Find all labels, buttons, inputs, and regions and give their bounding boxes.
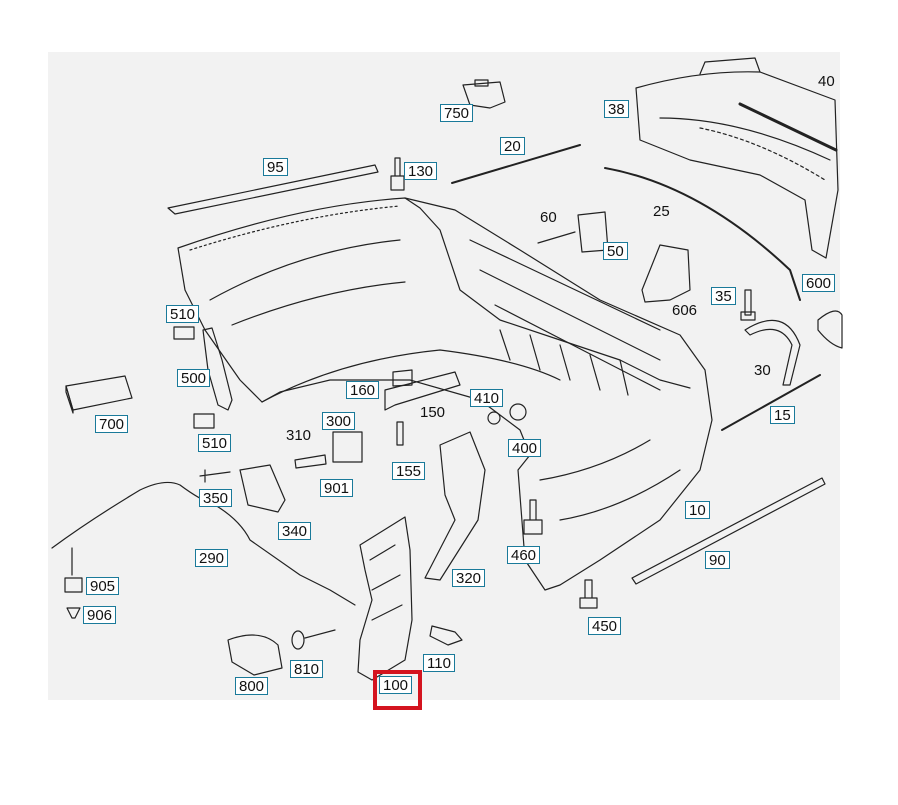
callout-50[interactable]: 50 bbox=[603, 242, 628, 260]
callout-600[interactable]: 600 bbox=[802, 274, 836, 292]
callout-460[interactable]: 460 bbox=[507, 546, 541, 564]
strip-20 bbox=[451, 144, 581, 184]
washer-400 bbox=[509, 403, 527, 421]
callout-750[interactable]: 750 bbox=[440, 104, 474, 122]
bumper-cover-10 bbox=[177, 197, 713, 591]
label-60: 60 bbox=[540, 209, 557, 226]
callout-350[interactable]: 350 bbox=[199, 489, 233, 507]
callout-400[interactable]: 400 bbox=[508, 439, 542, 457]
label-310: 310 bbox=[286, 427, 312, 444]
bracket-606 bbox=[641, 244, 691, 303]
nut-410 bbox=[487, 411, 501, 425]
callout-130[interactable]: 130 bbox=[404, 162, 438, 180]
callout-290[interactable]: 290 bbox=[195, 549, 229, 567]
label-40: 40 bbox=[818, 73, 835, 90]
callout-410[interactable]: 410 bbox=[470, 389, 504, 407]
bracket-160-150 bbox=[384, 371, 461, 411]
pin-110 bbox=[429, 625, 463, 646]
bracket-100-ribs bbox=[369, 544, 403, 621]
strip-15 bbox=[721, 374, 821, 431]
callout-160[interactable]: 160 bbox=[346, 381, 380, 399]
callout-38[interactable]: 38 bbox=[604, 100, 629, 118]
callout-901[interactable]: 901 bbox=[320, 479, 354, 497]
callout-300[interactable]: 300 bbox=[322, 412, 356, 430]
callout-810[interactable]: 810 bbox=[290, 660, 324, 678]
screw-155 bbox=[396, 421, 404, 446]
callout-95[interactable]: 95 bbox=[263, 158, 288, 176]
diffuser-part-40 bbox=[635, 57, 839, 259]
part-600 bbox=[817, 310, 843, 349]
callout-35[interactable]: 35 bbox=[711, 287, 736, 305]
callout-906[interactable]: 906 bbox=[83, 606, 117, 624]
highlight-frame-100 bbox=[373, 670, 422, 710]
bolt-130 bbox=[390, 157, 405, 191]
label-30: 30 bbox=[754, 362, 771, 379]
clip-510-a bbox=[173, 326, 195, 340]
strip-90 bbox=[631, 477, 826, 585]
callout-100[interactable]: 100 bbox=[379, 676, 413, 694]
label-150: 150 bbox=[420, 404, 446, 421]
clip-160 bbox=[392, 369, 413, 387]
callout-510-lower[interactable]: 510 bbox=[198, 434, 232, 452]
clip-510-b bbox=[193, 413, 215, 429]
label-606: 606 bbox=[672, 302, 698, 319]
module-700 bbox=[65, 375, 133, 414]
connector-905 bbox=[64, 577, 83, 593]
callout-510-upper[interactable]: 510 bbox=[166, 305, 200, 323]
pin-60 bbox=[537, 231, 576, 244]
sensor-800 bbox=[227, 634, 283, 676]
callout-450[interactable]: 450 bbox=[588, 617, 622, 635]
bracket-340 bbox=[239, 464, 286, 513]
callout-90[interactable]: 90 bbox=[705, 551, 730, 569]
label-25: 25 bbox=[653, 203, 670, 220]
bolt-460 bbox=[523, 499, 543, 535]
bolt-350 bbox=[199, 469, 231, 483]
bracket-100 bbox=[357, 516, 413, 681]
callout-10[interactable]: 10 bbox=[685, 501, 710, 519]
callout-800[interactable]: 800 bbox=[235, 677, 269, 695]
grommet-906 bbox=[66, 607, 81, 619]
callout-320[interactable]: 320 bbox=[452, 569, 486, 587]
trim-strip-25 bbox=[604, 167, 801, 301]
bolt-450 bbox=[579, 579, 598, 609]
strip-95 bbox=[167, 164, 379, 215]
sensor-300 bbox=[332, 431, 363, 463]
ring-810 bbox=[291, 630, 305, 650]
leader-810 bbox=[304, 629, 336, 639]
callout-110[interactable]: 110 bbox=[423, 654, 455, 672]
callout-15[interactable]: 15 bbox=[770, 406, 795, 424]
bracket-320 bbox=[424, 431, 486, 581]
part-750 bbox=[462, 79, 506, 109]
bolt-35 bbox=[740, 289, 756, 321]
bracket-30 bbox=[744, 319, 801, 386]
callout-905[interactable]: 905 bbox=[86, 577, 120, 595]
bolt-310 bbox=[294, 454, 327, 469]
callout-500[interactable]: 500 bbox=[177, 369, 211, 387]
callout-155[interactable]: 155 bbox=[392, 462, 426, 480]
callout-700[interactable]: 700 bbox=[95, 415, 129, 433]
harness-290 bbox=[51, 481, 356, 606]
callout-20[interactable]: 20 bbox=[500, 137, 525, 155]
callout-340[interactable]: 340 bbox=[278, 522, 312, 540]
